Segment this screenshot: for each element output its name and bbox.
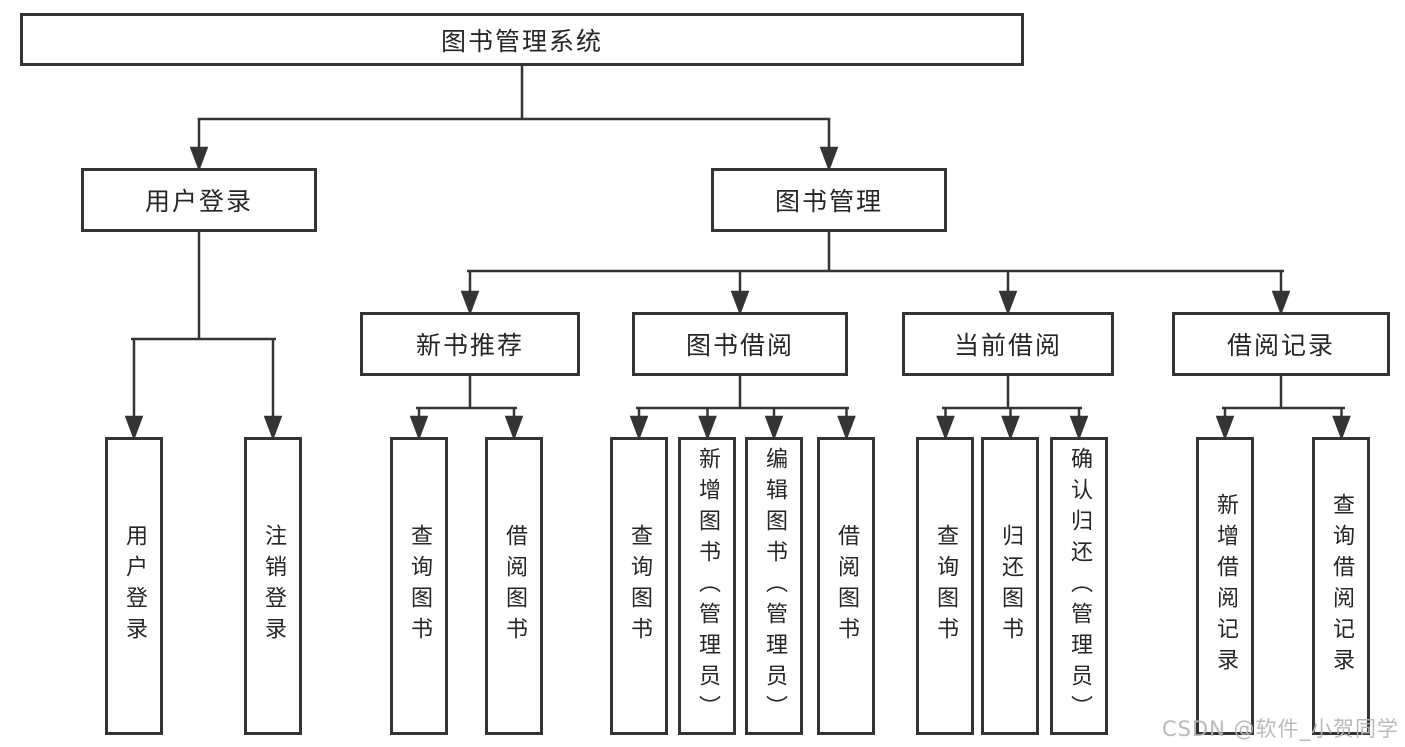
arrowhead <box>936 415 955 441</box>
node-label: 查询图书 <box>933 524 958 648</box>
connector-root-to-level2 <box>189 66 839 172</box>
node-label: 查询借阅记录 <box>1329 493 1354 679</box>
arrowhead <box>730 290 750 316</box>
node-label: 新增图书（管理员） <box>695 446 720 726</box>
node-library-system: 图书管理系统 <box>20 13 1024 66</box>
arrowhead <box>189 146 209 172</box>
arrowhead <box>263 415 283 441</box>
arrowhead <box>1271 290 1291 316</box>
node-label: 图书借阅 <box>685 331 794 360</box>
node-label: 用户登录 <box>122 524 147 648</box>
leaf-logout: 注销登录 <box>244 437 302 735</box>
connector-book-borrow-to-leaves <box>629 376 856 441</box>
leaf-borrow-books-2: 借阅图书 <box>817 437 875 735</box>
leaf-confirm-return-admin: 确认归还（管理员） <box>1050 437 1108 735</box>
leaf-edit-book-admin: 编辑图书（管理员） <box>745 437 803 735</box>
arrowhead <box>1001 415 1020 441</box>
arrowhead <box>837 415 856 441</box>
node-label: 编辑图书（管理员） <box>762 446 787 726</box>
leaf-user-login: 用户登录 <box>105 437 163 735</box>
arrowhead <box>1215 415 1235 441</box>
arrowhead <box>1332 415 1351 441</box>
arrowhead <box>698 415 717 441</box>
arrowhead <box>504 415 524 441</box>
node-label: 借阅图书 <box>502 524 527 648</box>
node-label: 新书推荐 <box>415 331 524 360</box>
node-label: 图书管理 <box>774 187 883 216</box>
node-label: 借阅记录 <box>1226 331 1335 360</box>
watermark-text: CSDN @软件_小贺同学 <box>1161 717 1399 741</box>
arrowhead <box>764 415 784 441</box>
arrowhead <box>460 290 480 316</box>
node-new-book-recommend: 新书推荐 <box>360 312 580 376</box>
connector-current-borrow-to-leaves <box>936 376 1089 441</box>
connector-records-to-leaves <box>1215 376 1351 441</box>
leaf-query-books-1: 查询图书 <box>390 437 448 735</box>
connector-new-book-to-leaves <box>409 376 524 441</box>
node-label: 查询图书 <box>407 524 432 648</box>
connector-user-login-to-leaves <box>124 232 283 441</box>
node-book-management: 图书管理 <box>711 168 947 232</box>
arrowhead <box>629 415 649 441</box>
arrowhead <box>819 146 839 172</box>
node-label: 当前借阅 <box>953 331 1062 360</box>
node-borrowing-records: 借阅记录 <box>1172 312 1390 376</box>
leaf-add-borrow-record: 新增借阅记录 <box>1196 437 1254 735</box>
node-user-login: 用户登录 <box>81 168 317 232</box>
node-label: 归还图书 <box>998 524 1023 648</box>
arrowhead <box>124 415 144 441</box>
node-label: 查询图书 <box>627 524 652 648</box>
node-label: 注销登录 <box>261 524 286 648</box>
node-current-borrowing: 当前借阅 <box>902 312 1114 376</box>
leaf-return-books: 归还图书 <box>981 437 1039 735</box>
arrowhead <box>1069 415 1089 441</box>
node-book-borrowing: 图书借阅 <box>632 312 848 376</box>
node-label: 确认归还（管理员） <box>1067 446 1092 726</box>
leaf-borrow-books-1: 借阅图书 <box>485 437 543 735</box>
leaf-query-books-2: 查询图书 <box>610 437 668 735</box>
node-label: 新增借阅记录 <box>1213 493 1238 679</box>
leaf-query-borrow-record: 查询借阅记录 <box>1312 437 1370 735</box>
leaf-add-book-admin: 新增图书（管理员） <box>678 437 736 735</box>
leaf-query-books-3: 查询图书 <box>916 437 974 735</box>
node-label: 图书管理系统 <box>440 26 603 56</box>
connector-book-mgmt-to-groups <box>460 232 1291 316</box>
node-label: 用户登录 <box>144 187 253 216</box>
arrowhead <box>998 290 1018 316</box>
arrowhead <box>409 415 429 441</box>
node-label: 借阅图书 <box>834 524 859 648</box>
